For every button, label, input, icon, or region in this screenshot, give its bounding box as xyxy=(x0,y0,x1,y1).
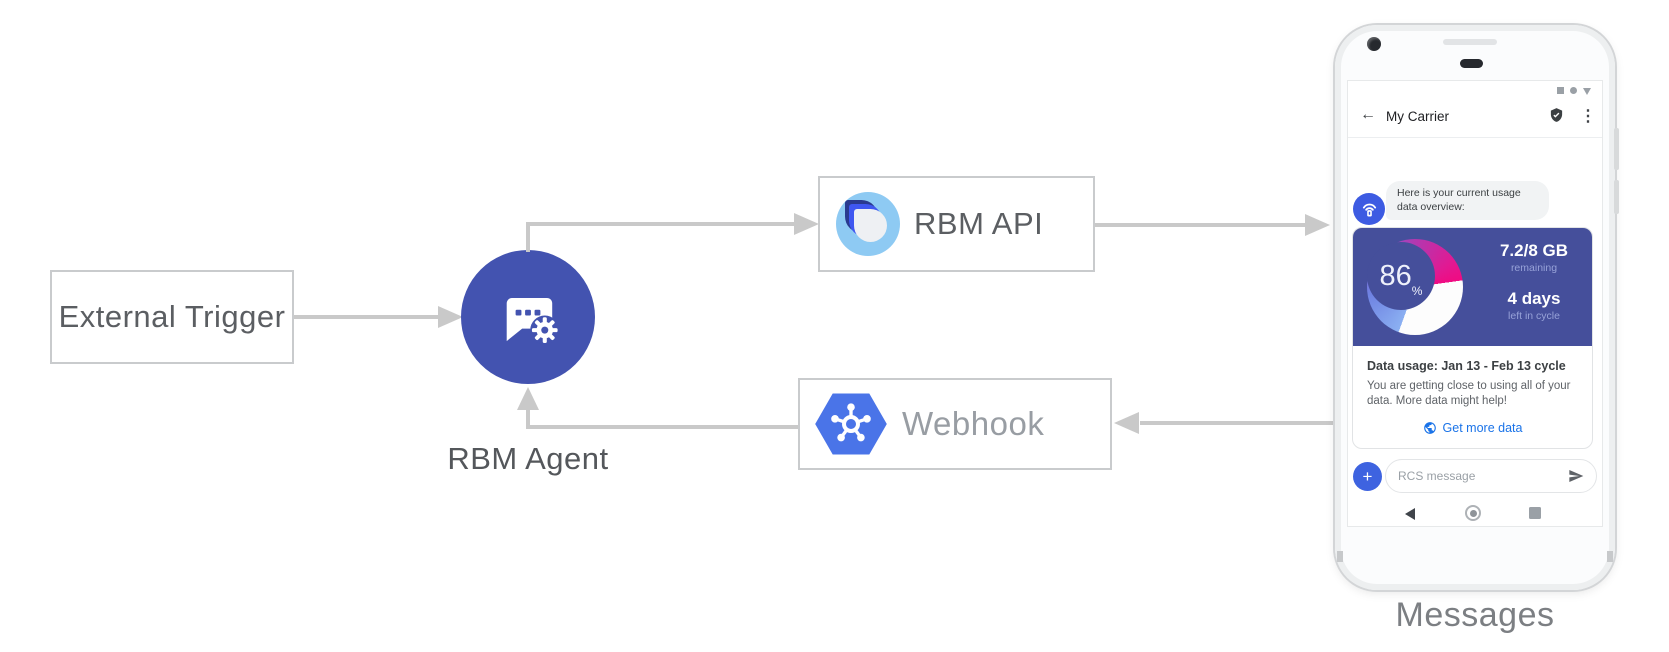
antenna-line-right xyxy=(1607,551,1613,562)
front-camera xyxy=(1367,37,1381,51)
arrowhead-trigger-agent xyxy=(438,306,463,328)
webhook-label: Webhook xyxy=(902,405,1045,442)
connector-webhook-agent-vertical xyxy=(526,409,530,429)
arrowhead-phone-webhook xyxy=(1114,412,1139,434)
rbm-api-label: RBM API xyxy=(914,206,1044,241)
android-back-button[interactable] xyxy=(1405,508,1415,520)
rbm-api-logo-icon xyxy=(836,192,900,256)
arrowhead-webhook-agent xyxy=(517,387,539,410)
status-circle-icon xyxy=(1570,87,1577,94)
android-recents-button[interactable] xyxy=(1529,507,1541,519)
connector-agent-api-vertical xyxy=(526,224,530,252)
days-left-label: left in cycle xyxy=(1508,310,1560,322)
data-remaining-value: 7.2/8 GB xyxy=(1499,241,1569,260)
usage-gauge-center: 86 % xyxy=(1367,242,1435,310)
usage-card-title: Data usage: Jan 13 - Feb 13 cycle xyxy=(1367,359,1566,373)
usage-card-body: Data usage: Jan 13 - Feb 13 cycle You ar… xyxy=(1353,346,1592,435)
attach-plus-button[interactable]: + xyxy=(1353,462,1382,491)
connector-agent-api-horizontal xyxy=(526,222,796,226)
globe-icon xyxy=(1423,422,1436,434)
earpiece xyxy=(1460,59,1483,68)
phone-screen: ← My Carrier ⋮ Here is your current u xyxy=(1347,80,1603,527)
phone-mockup: ← My Carrier ⋮ Here is your current u xyxy=(1335,25,1619,590)
logo-drop-white xyxy=(854,209,887,242)
agent-message-bubble: Here is your current usage data overview… xyxy=(1386,181,1549,220)
verified-shield-icon xyxy=(1549,107,1564,128)
arrowhead-agent-api xyxy=(794,213,819,235)
chat-gear-icon xyxy=(506,298,560,345)
rbm-api-box: RBM API xyxy=(818,176,1095,272)
rbm-agent-label: RBM Agent xyxy=(447,441,609,476)
connector-phone-webhook xyxy=(1140,421,1334,425)
webhook-box: Webhook xyxy=(798,378,1112,470)
usage-card-hero: 86 % 7.2/8 GB remaining 4 days left in c… xyxy=(1353,228,1592,346)
usage-card-text: You are getting close to using all of yo… xyxy=(1367,380,1571,407)
rcs-message-input[interactable] xyxy=(1398,469,1560,483)
volume-button xyxy=(1614,180,1619,214)
kebab-menu-icon[interactable]: ⋮ xyxy=(1580,108,1596,125)
message-input-pill xyxy=(1385,459,1597,493)
back-arrow-icon[interactable]: ← xyxy=(1360,106,1376,123)
connector-api-phone xyxy=(1095,223,1307,227)
messages-caption: Messages xyxy=(1395,596,1555,634)
rbm-agent-node xyxy=(461,250,595,384)
antenna-line-left xyxy=(1337,551,1343,562)
antenna-icon xyxy=(1362,203,1376,216)
data-remaining-label: remaining xyxy=(1510,262,1558,274)
connector-webhook-agent-horizontal xyxy=(528,425,798,429)
status-triangle-icon xyxy=(1583,88,1591,95)
usage-stats-column: 7.2/8 GB remaining 4 days left in cycle xyxy=(1481,241,1587,322)
webhook-hexagon-icon xyxy=(815,393,887,455)
speaker-grille xyxy=(1443,39,1497,45)
header-divider xyxy=(1348,137,1602,138)
get-more-data-label: Get more data xyxy=(1442,421,1523,435)
external-trigger-label: External Trigger xyxy=(58,299,286,334)
android-home-button[interactable] xyxy=(1465,505,1481,521)
power-button xyxy=(1614,128,1619,170)
carrier-avatar xyxy=(1353,193,1385,225)
days-left-value: 4 days xyxy=(1507,289,1561,308)
usage-rich-card: 86 % 7.2/8 GB remaining 4 days left in c… xyxy=(1352,227,1593,449)
connector-trigger-agent xyxy=(294,315,440,319)
gauge-percent-sign: % xyxy=(1411,284,1423,298)
get-more-data-button[interactable]: Get more data xyxy=(1367,421,1578,435)
external-trigger-box: External Trigger xyxy=(50,270,294,364)
gauge-percent-value: 86 xyxy=(1379,259,1412,292)
send-icon[interactable] xyxy=(1568,468,1584,484)
status-square-icon xyxy=(1557,87,1564,94)
arrowhead-api-phone xyxy=(1305,214,1330,236)
conversation-title: My Carrier xyxy=(1386,109,1449,124)
